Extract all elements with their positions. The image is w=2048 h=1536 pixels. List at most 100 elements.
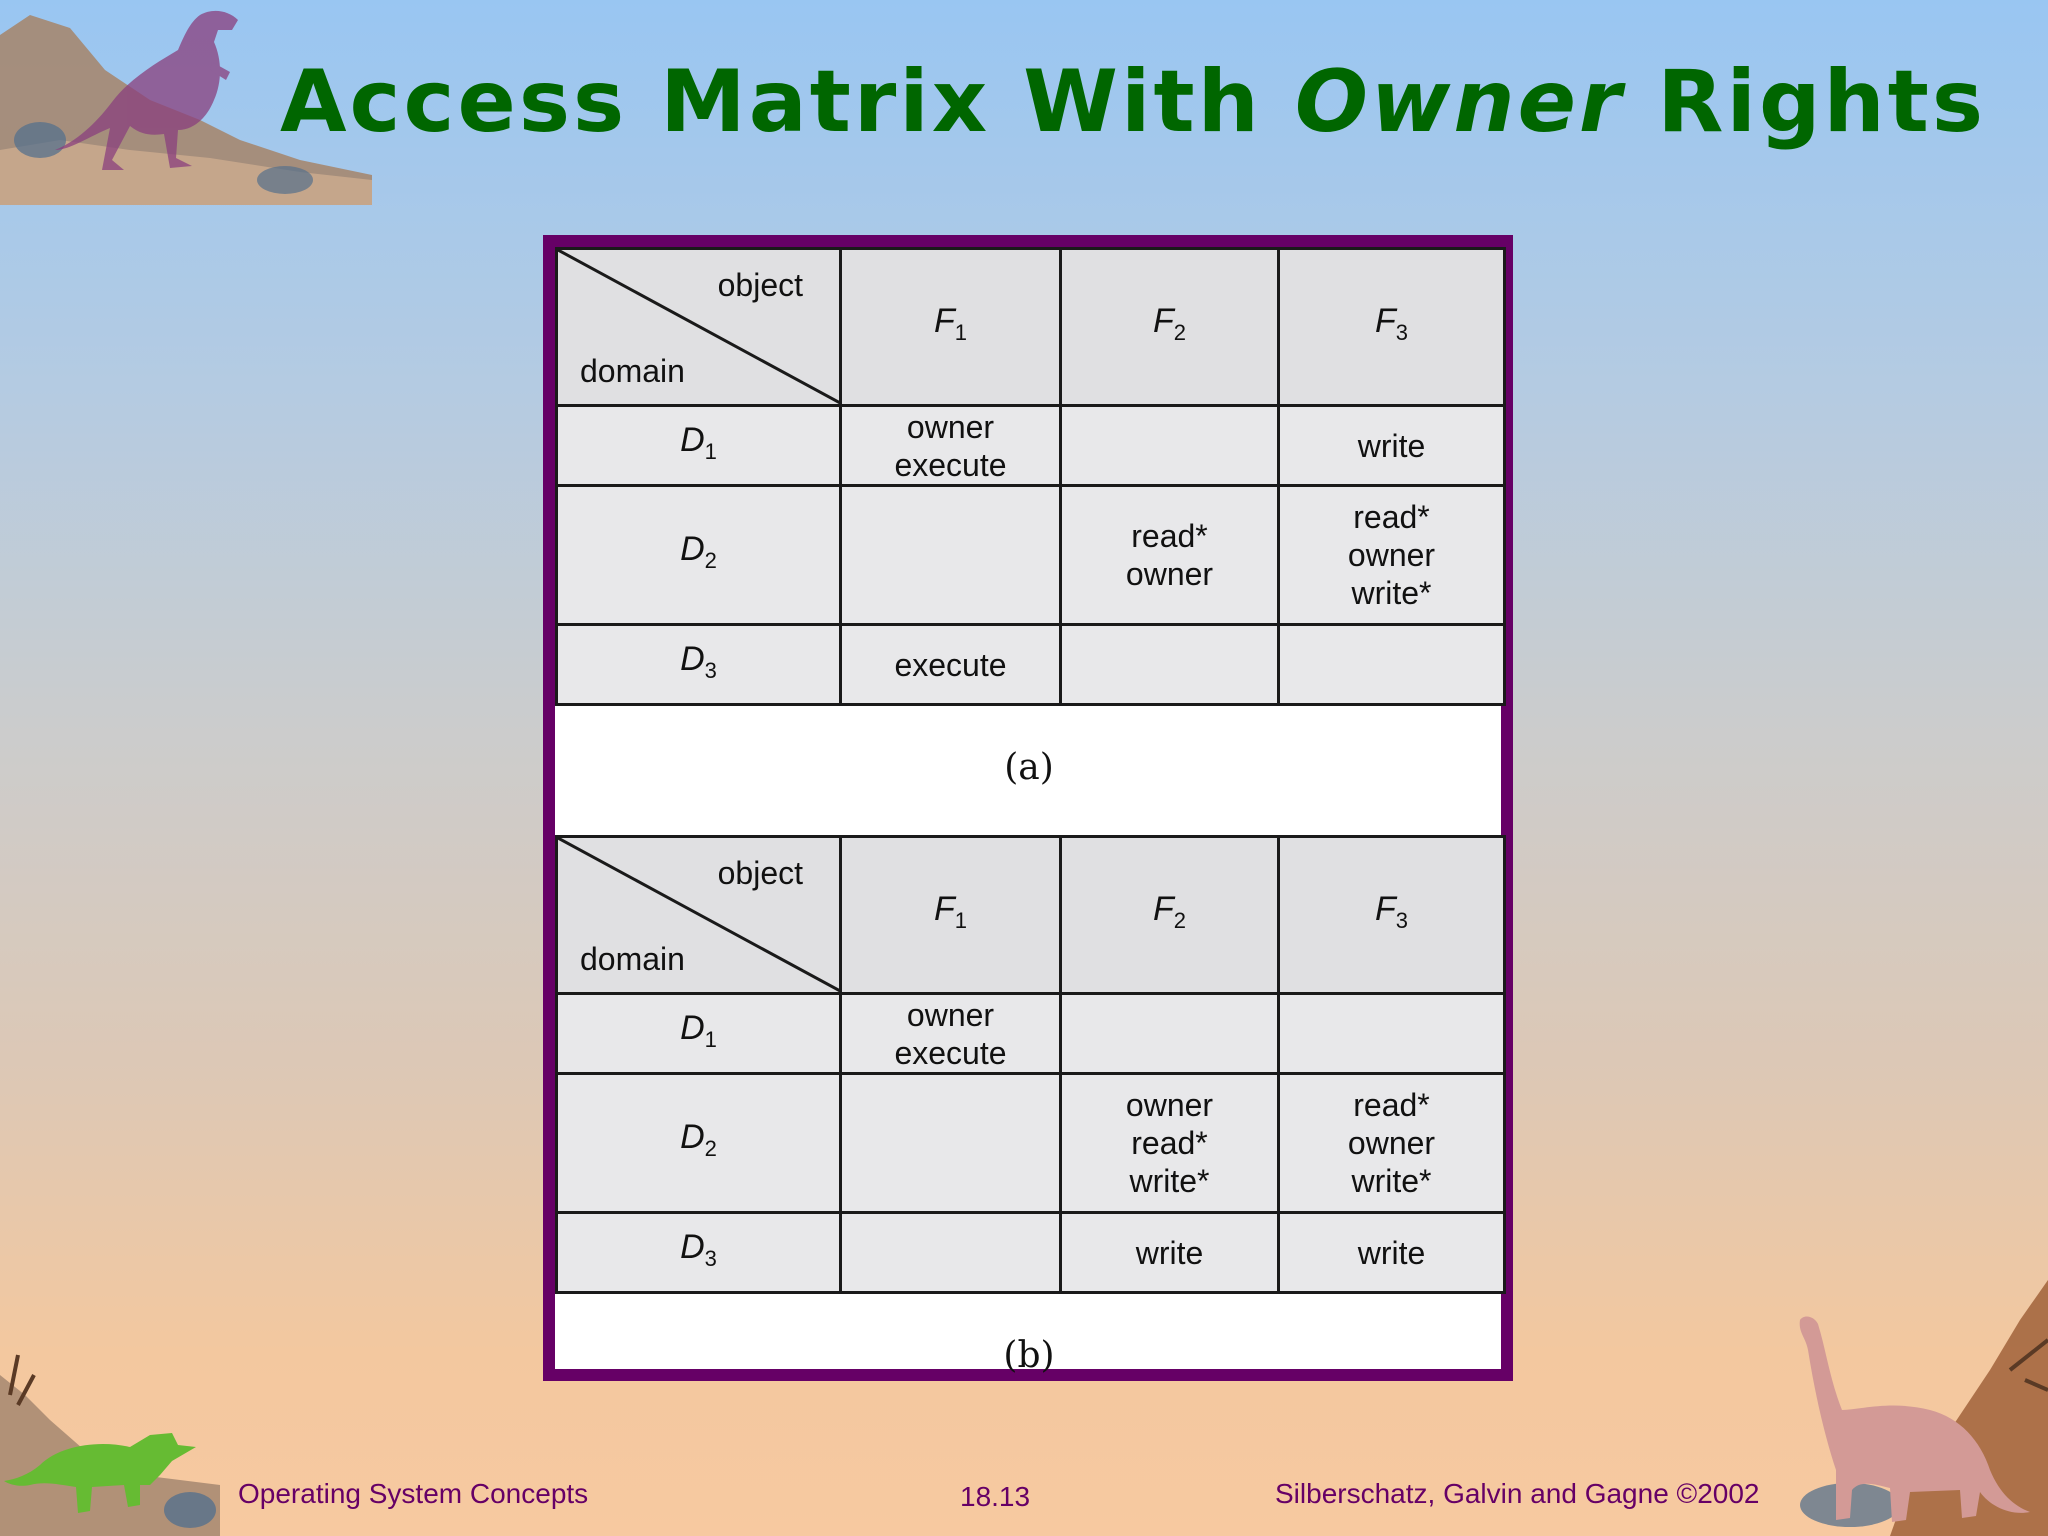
access-right: owner: [1125, 1087, 1214, 1123]
access-right: write: [1357, 427, 1426, 464]
domain-header: D3: [555, 1211, 842, 1294]
rights-cell: [1059, 404, 1280, 487]
triceratops-icon: [0, 1354, 220, 1536]
caption-a: (a): [1004, 747, 1054, 788]
rights-cell: [839, 1211, 1062, 1294]
domain-letter: D: [680, 1227, 705, 1266]
object-letter: F: [1374, 890, 1396, 928]
rights-cell: write: [1277, 404, 1506, 487]
access-right: owner: [906, 408, 995, 445]
object-subscript: 2: [1173, 320, 1187, 345]
corner-cell: object domain: [555, 835, 842, 995]
rights-cell: write: [1277, 1211, 1506, 1294]
rights-cell: [1277, 992, 1506, 1075]
domain-letter: D: [680, 639, 705, 678]
domain-header: D1: [555, 992, 842, 1075]
domain-header: D2: [555, 484, 842, 626]
rights-cell: [1059, 623, 1280, 706]
access-right: write*: [1351, 575, 1432, 611]
rights-cell: write: [1059, 1211, 1280, 1294]
domain-letter: D: [680, 1118, 705, 1156]
t-rex-icon: [0, 10, 372, 205]
domain-subscript: 2: [704, 1136, 717, 1161]
access-right: execute: [894, 446, 1007, 483]
domain-subscript: 1: [704, 438, 717, 464]
title-part1: Access Matrix With: [280, 52, 1295, 152]
object-subscript: 3: [1395, 320, 1409, 345]
footer-copyright: Silberschatz, Galvin and Gagne ©2002: [1275, 1478, 1760, 1509]
rights-cell: [839, 1072, 1062, 1214]
footer-course: Operating System Concepts: [238, 1478, 589, 1509]
object-subscript: 3: [1395, 908, 1409, 933]
access-right: execute: [894, 646, 1007, 683]
object-subscript: 2: [1173, 908, 1187, 933]
title-part2: Rights: [1624, 52, 1987, 152]
rights-cell: [1059, 992, 1280, 1075]
access-right: write: [1135, 1234, 1204, 1271]
brontosaurus-icon: [1799, 1280, 2048, 1536]
domain-letter: D: [680, 1008, 705, 1047]
rights-cell: [839, 484, 1062, 626]
access-right: write*: [1129, 1163, 1210, 1199]
object-header: F1: [839, 247, 1062, 407]
object-header: F3: [1277, 835, 1506, 995]
access-right: owner: [1125, 556, 1214, 592]
domain-subscript: 1: [704, 1026, 717, 1052]
domain-label: domain: [580, 353, 685, 389]
object-label: object: [717, 267, 803, 303]
access-right: execute: [894, 1034, 1007, 1071]
object-label: object: [717, 855, 803, 891]
access-right: owner: [1347, 1125, 1436, 1161]
domain-header: D2: [555, 1072, 842, 1214]
page-title: Access Matrix With Owner Rights: [280, 52, 1983, 152]
corner-cell: object domain: [555, 247, 842, 407]
caption-b: (b): [1003, 1335, 1055, 1376]
domain-letter: D: [680, 420, 705, 459]
access-right: owner: [1347, 537, 1436, 573]
rights-cell: [1277, 623, 1506, 706]
object-header: F2: [1059, 247, 1280, 407]
object-letter: F: [933, 302, 955, 340]
rights-cell: execute: [839, 623, 1062, 706]
object-subscript: 1: [954, 908, 968, 933]
object-header: F3: [1277, 247, 1506, 407]
object-header: F2: [1059, 835, 1280, 995]
access-right: read*: [1131, 518, 1208, 554]
object-header: F1: [839, 835, 1062, 995]
object-letter: F: [1152, 890, 1174, 928]
access-right: read*: [1131, 1125, 1208, 1161]
domain-header: D1: [555, 404, 842, 487]
domain-label: domain: [580, 941, 685, 977]
object-letter: F: [933, 890, 955, 928]
domain-subscript: 3: [704, 1245, 717, 1271]
matrix-row: D3 execute: [555, 623, 1506, 706]
object-subscript: 1: [954, 320, 968, 345]
object-letter: F: [1374, 302, 1396, 340]
access-right: read*: [1353, 1087, 1430, 1123]
domain-header: D3: [555, 623, 842, 706]
matrix-row: D3 write write: [555, 1211, 1506, 1294]
diagonal-divider: [558, 838, 842, 992]
diagonal-divider: [558, 250, 842, 404]
rights-cell: read*owner: [1059, 484, 1280, 626]
domain-subscript: 3: [704, 657, 717, 683]
footer-slide-number: 18.13: [960, 1481, 1031, 1512]
access-right: write*: [1351, 1163, 1432, 1199]
access-right: read*: [1353, 499, 1430, 535]
access-right: owner: [906, 996, 995, 1033]
object-letter: F: [1152, 302, 1174, 340]
